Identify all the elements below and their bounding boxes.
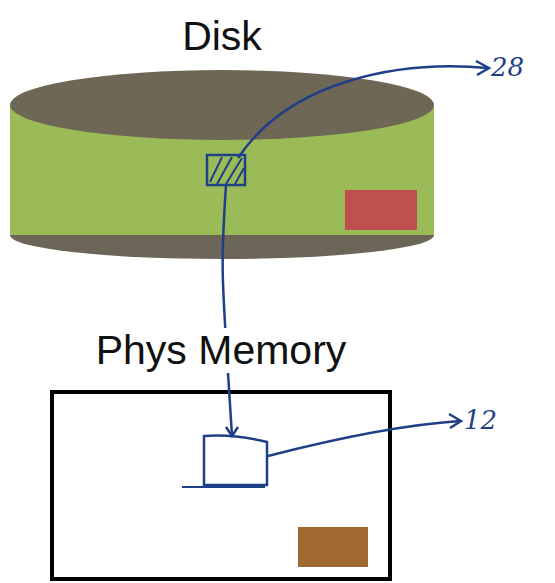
node-heading: Phys Memory (92, 328, 351, 373)
callout-number: 28 (491, 54, 524, 80)
physical-memory: Phys Memory (50, 328, 392, 582)
memory-block (298, 527, 368, 567)
arrowhead (226, 427, 238, 436)
page-load-arrow (223, 185, 238, 436)
memory-box (52, 392, 390, 579)
memory-frame (204, 436, 267, 485)
leader-line (238, 66, 488, 158)
disk-page (207, 155, 245, 185)
node-heading: Disk (178, 14, 266, 59)
leader-line (268, 421, 460, 456)
leader-arrowhead (449, 414, 461, 428)
disk-top (10, 70, 434, 140)
connector-line (223, 185, 232, 436)
disk: Disk (10, 14, 434, 264)
underline (182, 486, 265, 488)
page-hatching (210, 157, 244, 184)
disk-block (345, 190, 417, 230)
callout-number: 12 (464, 407, 497, 433)
leader-arrowhead (476, 61, 489, 75)
